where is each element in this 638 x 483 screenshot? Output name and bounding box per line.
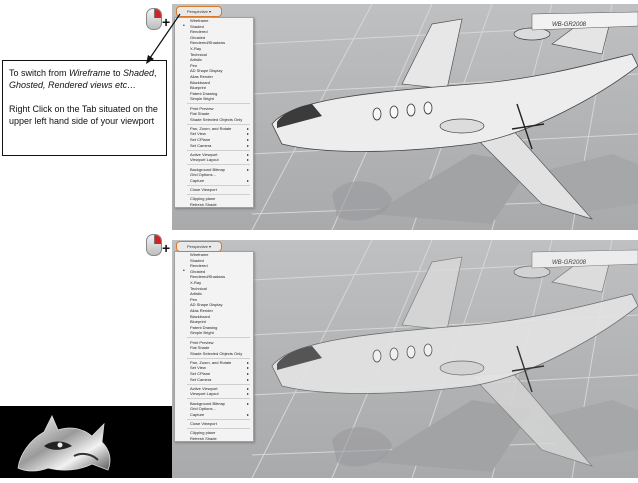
viewport-top-scene: WB-GR2008 <box>251 4 638 230</box>
menu-item-viewport-layout[interactable]: Viewport Layout <box>175 391 253 397</box>
menu-separator <box>187 103 250 105</box>
menu-item-shaded[interactable]: Shaded <box>190 257 204 263</box>
menu-item-close-viewport[interactable]: Close Viewport <box>190 187 217 192</box>
menu-item-ad-shape-display[interactable]: AD Shape Display <box>190 68 223 74</box>
menu-item-wireframe[interactable]: Wireframe <box>190 252 209 257</box>
menu-separator <box>187 427 250 429</box>
menu-item-capture[interactable]: Capture <box>175 412 253 418</box>
right-mouse-button-highlight <box>155 9 161 18</box>
menu-separator <box>187 184 250 186</box>
menu-item-simple-bright[interactable]: Simple Bright <box>190 96 214 102</box>
menu-item-rendered[interactable]: Rendered <box>190 29 208 35</box>
right-click-mouse-icon <box>146 234 162 256</box>
viewport-bottom-scene: WB-GR2008 <box>251 240 638 478</box>
menu-item-blackboard[interactable]: Blackboard <box>190 79 211 85</box>
menu-separator <box>187 337 250 339</box>
menu-item-shade-selected-objects-only[interactable]: Shade Selected Objects Only <box>190 116 243 122</box>
menu-item-grid-options[interactable]: Grid Options... <box>190 406 216 412</box>
viewport-tab-label: Perspective ▾ <box>186 244 212 249</box>
right-mouse-button-highlight <box>155 235 161 244</box>
menu-item-set-camera[interactable]: Set Camera <box>175 377 253 383</box>
menu-item-shade-selected-objects-only[interactable]: Shade Selected Objects Only <box>190 350 243 356</box>
tail-number-bottom: WB-GR2008 <box>552 260 587 266</box>
right-click-mouse-icon <box>146 8 162 30</box>
menu-separator <box>187 398 250 400</box>
menu-item-viewport-layout[interactable]: Viewport Layout <box>175 157 253 163</box>
menu-item-patent-drawing[interactable]: Patent Drawing <box>190 324 218 330</box>
callout-line-2: Right Click on the Tab situated on the u… <box>9 104 158 126</box>
menu-item-background-bitmap[interactable]: Background Bitmap <box>175 401 253 407</box>
viewport-context-menu-top[interactable]: WireframeShadedRenderedGhostedRendered/S… <box>174 17 254 209</box>
menu-separator <box>187 164 250 166</box>
menu-separator <box>187 418 250 420</box>
menu-item-set-cplane[interactable]: Set CPlane <box>175 371 253 377</box>
menu-item-pan-zoom-and-rotate[interactable]: Pan, Zoom, and Rotate <box>175 360 253 366</box>
menu-item-print-preview[interactable]: Print Preview <box>190 105 214 111</box>
plus-icon: + <box>162 240 171 256</box>
menu-item-active-viewport[interactable]: Active Viewport <box>175 152 253 158</box>
menu-item-simple-bright[interactable]: Simple Bright <box>190 330 214 336</box>
tail-number-top: WB-GR2008 <box>552 22 587 28</box>
rhino-logo-icon <box>17 415 111 472</box>
menu-item-ad-shape-display[interactable]: AD Shape Display <box>190 302 223 308</box>
menu-item-technical[interactable]: Technical <box>190 285 207 291</box>
menu-item-set-view[interactable]: Set View <box>175 365 253 371</box>
menu-item-refresh-shade[interactable]: Refresh Shade <box>190 435 217 441</box>
menu-item-set-cplane[interactable]: Set CPlane <box>175 137 253 143</box>
menu-item-wireframe[interactable]: Wireframe <box>190 18 209 23</box>
viewport-tab-top[interactable]: Perspective ▾ <box>176 6 222 17</box>
viewport-context-menu-bottom[interactable]: WireframeShadedRenderedGhostedRendered/S… <box>174 251 254 443</box>
menu-separator <box>187 149 250 151</box>
menu-item-alias-render[interactable]: Alias Render <box>190 307 213 313</box>
menu-item-clipping-plane[interactable]: Clipping plane <box>190 430 216 436</box>
menu-item-set-camera[interactable]: Set Camera <box>175 143 253 149</box>
plus-icon: + <box>162 14 171 30</box>
menu-item-ghosted[interactable]: Ghosted <box>175 269 253 275</box>
menu-item-artistic[interactable]: Artistic <box>190 57 202 63</box>
viewport-tab-label: Perspective ▾ <box>186 9 212 14</box>
menu-item-close-viewport[interactable]: Close Viewport <box>190 421 217 426</box>
menu-item-rendered-shadows[interactable]: Rendered/Shadows <box>190 40 226 46</box>
menu-separator <box>187 357 250 359</box>
menu-item-flat-shade[interactable]: Flat Shade <box>190 111 210 117</box>
rhino-logo-panel <box>0 406 172 478</box>
menu-item-alias-render[interactable]: Alias Render <box>190 73 213 79</box>
menu-item-blackboard[interactable]: Blackboard <box>190 313 211 319</box>
menu-item-background-bitmap[interactable]: Background Bitmap <box>175 167 253 173</box>
mouse-button-divider <box>153 235 155 244</box>
menu-item-capture[interactable]: Capture <box>175 178 253 184</box>
menu-item-pen[interactable]: Pen <box>190 296 198 302</box>
menu-item-pan-zoom-and-rotate[interactable]: Pan, Zoom, and Rotate <box>175 126 253 132</box>
menu-item-technical[interactable]: Technical <box>190 51 207 57</box>
menu-item-print-preview[interactable]: Print Preview <box>190 339 214 345</box>
menu-item-ghosted[interactable]: Ghosted <box>190 34 206 40</box>
menu-item-artistic[interactable]: Artistic <box>190 291 202 297</box>
menu-item-x-ray[interactable]: X-Ray <box>190 45 202 51</box>
menu-item-clipping-plane[interactable]: Clipping plane <box>190 196 216 202</box>
menu-item-active-viewport[interactable]: Active Viewport <box>175 386 253 392</box>
menu-item-blueprint[interactable]: Blueprint <box>190 85 206 91</box>
menu-item-shaded[interactable]: Shaded <box>175 24 253 30</box>
menu-separator <box>187 383 250 385</box>
menu-item-flat-shade[interactable]: Flat Shade <box>190 345 210 351</box>
viewport-tab-bottom[interactable]: Perspective ▾ <box>176 241 222 252</box>
menu-separator <box>187 123 250 125</box>
mouse-button-divider <box>153 9 155 18</box>
menu-separator <box>187 193 250 195</box>
menu-item-rendered-shadows[interactable]: Rendered/Shadows <box>190 274 226 280</box>
menu-item-rendered[interactable]: Rendered <box>190 263 208 269</box>
menu-item-blueprint[interactable]: Blueprint <box>190 319 206 325</box>
callout-line-1: To switch from Wireframe to Shaded,Ghost… <box>9 68 157 90</box>
menu-item-x-ray[interactable]: X-Ray <box>190 279 202 285</box>
menu-item-patent-drawing[interactable]: Patent Drawing <box>190 90 218 96</box>
instruction-callout: To switch from Wireframe to Shaded,Ghost… <box>2 60 167 156</box>
menu-item-set-view[interactable]: Set View <box>175 131 253 137</box>
menu-item-pen[interactable]: Pen <box>190 62 198 68</box>
menu-item-grid-options[interactable]: Grid Options... <box>190 172 216 178</box>
menu-item-refresh-shade[interactable]: Refresh Shade <box>190 201 217 207</box>
